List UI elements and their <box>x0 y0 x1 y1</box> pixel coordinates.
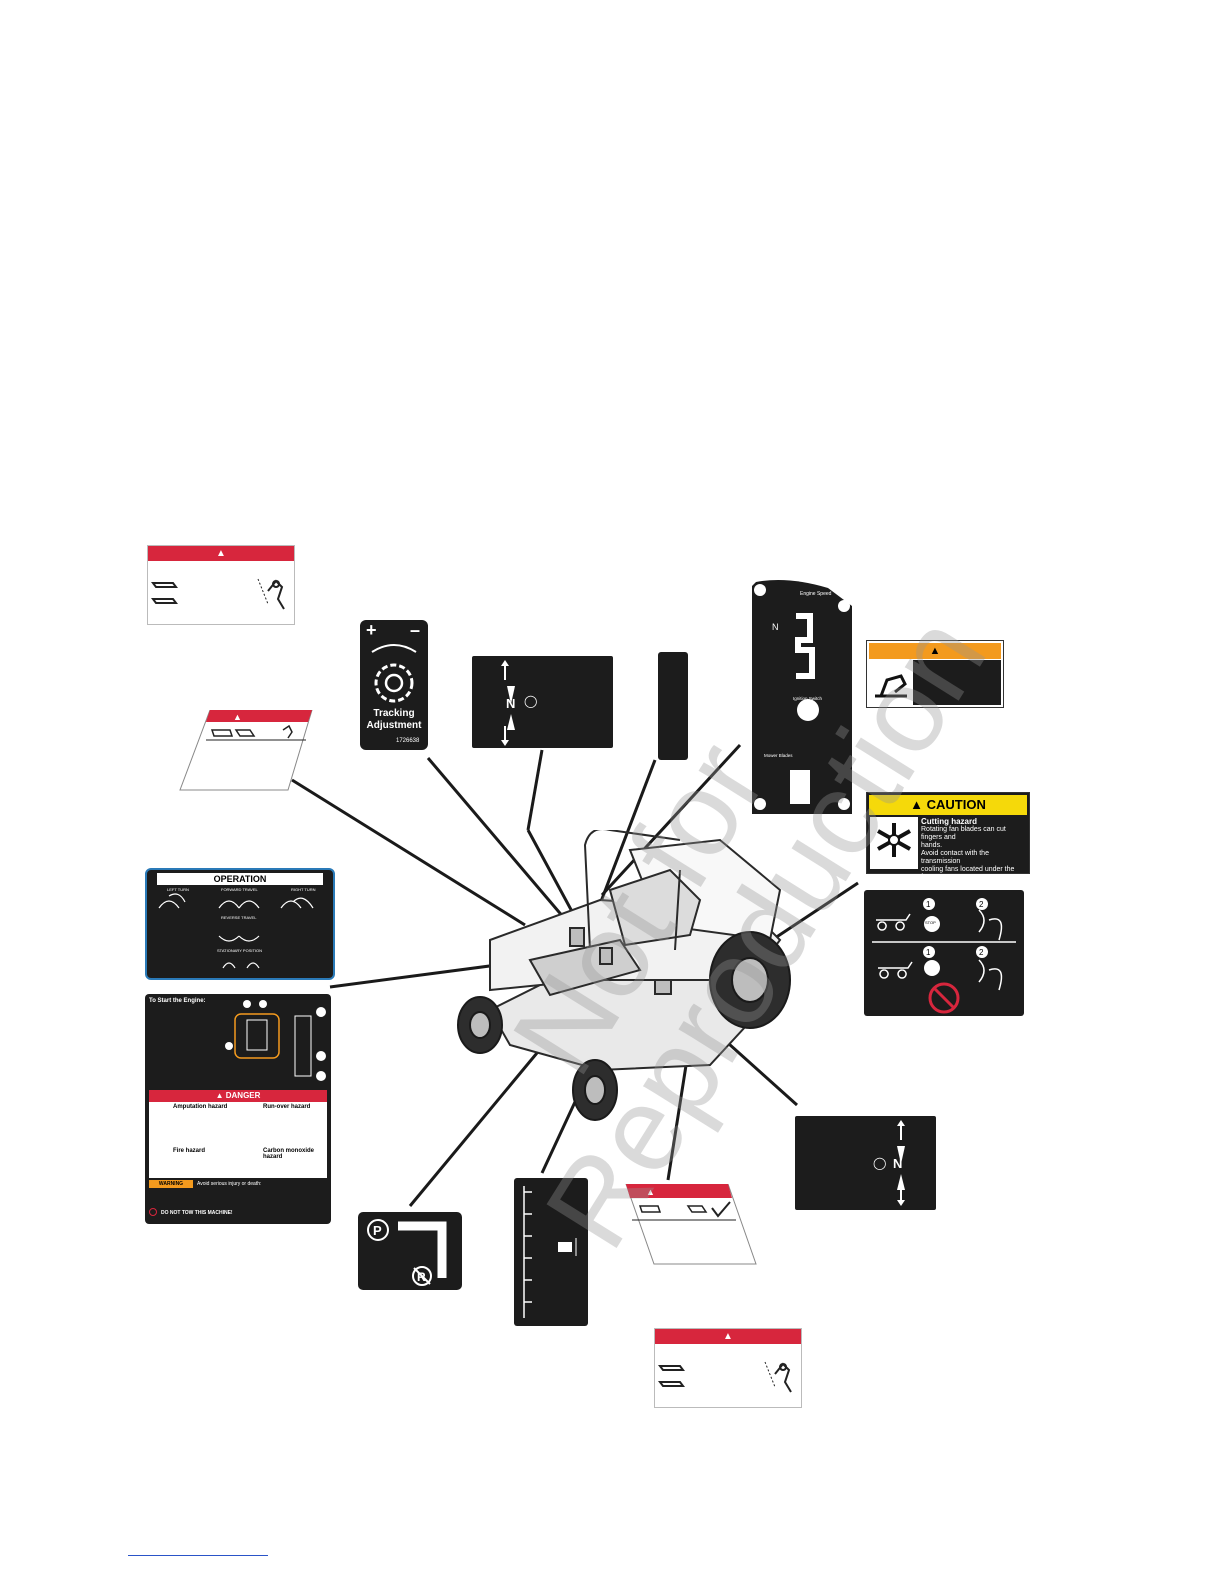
do-not-tow-text: DO NOT TOW THIS MACHINE! <box>161 1210 233 1216</box>
ignition-title: Ignition Switch <box>793 696 823 701</box>
svg-text:▲: ▲ <box>233 712 242 722</box>
mower-blades-title: Mower Blades <box>764 753 793 758</box>
control-panel-label: N Engine Speed Ignition Switch Mower Bla… <box>752 580 852 814</box>
forward-reverse-arrows-icon <box>897 1120 905 1206</box>
svg-text:1: 1 <box>926 948 931 957</box>
caution-hazard: Cutting hazard <box>921 817 977 826</box>
warning-text: Avoid serious injury or death: <box>197 1181 262 1187</box>
caution-line1: Rotating fan blades can cut fingers and <box>921 826 1006 841</box>
thrown-objects-warning-label: ▲ <box>654 1328 802 1408</box>
blade-hazard-warning-label: ▲ <box>625 1184 757 1265</box>
stationary-label: STATIONARY POSITION <box>217 948 263 953</box>
start-title: To Start the Engine: <box>149 998 206 1004</box>
minus-sign: – <box>410 620 421 640</box>
leader-line <box>526 749 544 831</box>
svg-text:R: R <box>417 1270 426 1284</box>
blade-hazard-warning-label: ▲ <box>179 710 313 791</box>
svg-text:1: 1 <box>926 900 931 909</box>
plus-sign: + <box>366 620 377 640</box>
danger-triangle-icon: ▲ <box>215 1091 226 1100</box>
transmission-release-label: 1 2 1 2 STOP <box>864 890 1024 1016</box>
amputation-hazard: Amputation hazard <box>173 1104 228 1110</box>
stop-text: STOP <box>925 920 936 925</box>
left-turn-label: LEFT TURN <box>167 887 189 892</box>
part-number: 1726638 <box>396 738 420 744</box>
warning-triangle-icon: ▲ <box>148 546 294 561</box>
lever-operation-pictograms <box>158 893 314 969</box>
tracking-adjustment-label: + – Tracking Adjustment 1726638 <box>360 620 428 750</box>
caution-line4: cooling fans located under the frame, <box>921 866 1015 881</box>
release-procedure-pictogram: 1 2 1 2 <box>872 898 1016 1014</box>
leader-line <box>771 881 859 942</box>
narrow-decal <box>658 652 688 760</box>
svg-text:2: 2 <box>979 948 984 957</box>
thrown-objects-pictogram <box>151 578 285 610</box>
gear-icon <box>371 644 417 703</box>
parking-brake-label: P R <box>358 1212 462 1290</box>
leader-line <box>426 757 572 926</box>
motion-control-lever-label: N ◯ <box>472 656 613 748</box>
fire-hazard: Fire hazard <box>173 1148 206 1154</box>
reverse-label: REVERSE TRAVEL <box>221 915 257 920</box>
svg-text:N: N <box>772 622 779 632</box>
neutral-letter: N <box>506 696 516 711</box>
leader-line <box>291 778 526 927</box>
seat-pictogram-icon <box>869 660 913 705</box>
engine-speed-title: Engine Speed <box>800 591 832 597</box>
engine-icon: ◯ <box>524 694 538 708</box>
svg-text:▲: ▲ <box>646 1187 655 1197</box>
motion-control-lever-label: N ◯ <box>795 1116 936 1210</box>
start-procedure-pictogram <box>225 1000 326 1081</box>
leader-line <box>590 759 657 926</box>
right-turn-label: RIGHT TURN <box>291 887 316 892</box>
leader-line <box>329 960 521 989</box>
caution-triangle-icon: ▲ <box>910 797 927 812</box>
operation-label: OPERATION LEFT TURN FORWARD TRAVEL RIGHT… <box>145 868 335 980</box>
cutting-height-scale <box>523 1186 577 1318</box>
warning-triangle-icon: ▲ <box>655 1329 801 1344</box>
parking-brake-pictogram: P R <box>367 1219 447 1286</box>
warning-header: WARNING <box>158 1181 184 1187</box>
neutral-letter: N <box>893 1156 903 1171</box>
danger-header: DANGER <box>225 1091 261 1100</box>
svg-text:P: P <box>373 1223 382 1238</box>
caution-header: CAUTION <box>926 797 986 812</box>
fan-blade-pictogram-icon <box>870 817 918 869</box>
warning-triangle-icon: ▲ <box>869 643 1001 659</box>
prohibition-icon <box>149 1208 157 1216</box>
start-engine-danger-label: To Start the Engine: ▲ DANGER Amputation… <box>145 994 331 1224</box>
forward-label: FORWARD TRAVEL <box>221 887 258 892</box>
thrown-objects-pictogram <box>658 1361 792 1393</box>
operation-title: OPERATION <box>157 873 323 885</box>
svg-text:2: 2 <box>979 900 984 909</box>
runover-hazard: Run-over hazard <box>263 1104 311 1110</box>
carbon-monoxide-hazard: Carbon monoxide hazard <box>263 1148 315 1160</box>
engine-icon: ◯ <box>873 1156 887 1170</box>
thrown-objects-warning-label: ▲ <box>147 545 295 625</box>
zero-turn-mower-illustration <box>457 830 791 1121</box>
tracking-title-line2: Adjustment <box>366 720 422 731</box>
leader-line <box>600 743 742 897</box>
footer-link-underline[interactable] <box>128 1555 268 1556</box>
caution-line2: hands. <box>921 842 943 849</box>
tracking-title-line1: Tracking <box>373 708 415 719</box>
caution-cutting-hazard-label: ▲ CAUTION Cutting hazard Rotating fan bl… <box>866 792 1030 897</box>
seat-warning-label: ▲ <box>866 640 1004 708</box>
caution-line3: Avoid contact with the transmission <box>921 850 989 865</box>
cutting-height-label <box>514 1178 588 1326</box>
forward-reverse-arrows-icon <box>501 660 515 746</box>
